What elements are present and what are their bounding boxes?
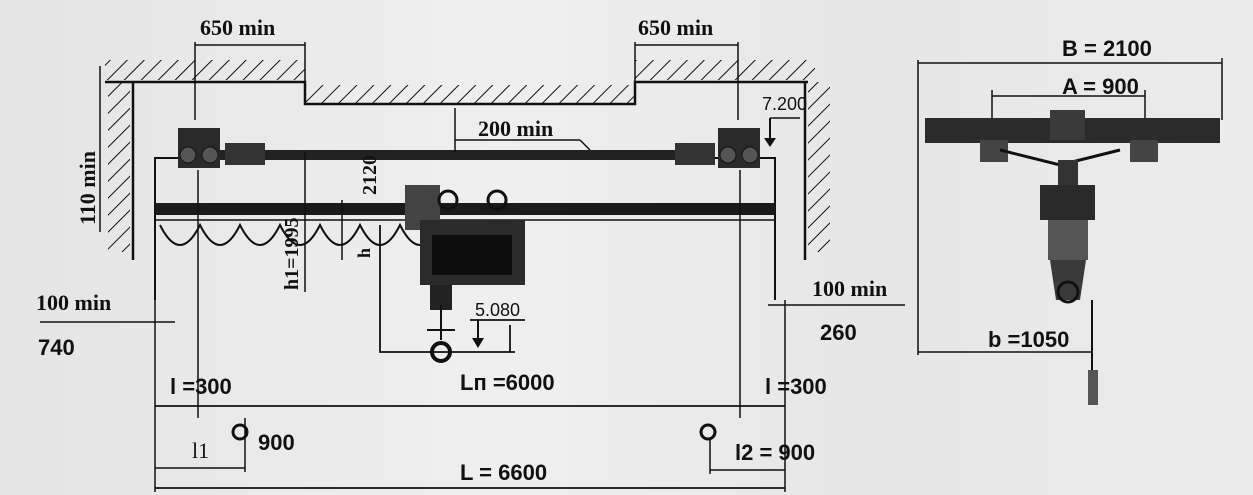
ceiling-outline [105,80,808,106]
dimension-lines [40,42,905,492]
label-l-right: l =300 [765,374,827,399]
label-l2: l2 = 900 [735,440,815,465]
end-carriage-left [178,128,265,168]
hook-symbol-left [231,423,249,441]
wall-hatch-right [808,82,830,252]
label-l1-value: 900 [258,430,295,455]
label-B-2100: B = 2100 [1062,36,1152,61]
end-carriage-right [675,128,760,168]
crane-front-view [154,128,776,363]
hook-height-bracket [379,225,515,353]
label-100-min-left: 100 min [36,290,111,315]
ceiling-hatch-left [105,60,305,80]
label-740: 740 [38,335,75,360]
label-L-total: L = 6600 [460,460,547,485]
drive-shaft [215,150,685,160]
label-650-left: 650 min [200,15,275,40]
label-l-left: l =300 [170,374,232,399]
building-structure [105,60,830,260]
label-h1-1995: h1=1995 [281,217,303,290]
festoon-cable [159,222,441,246]
label-100-min-right: 100 min [812,276,887,301]
label-110-min: 110 min [75,151,100,225]
label-200-min: 200 min [478,116,553,141]
label-b-1050: b =1050 [988,327,1069,352]
wall-hatch-left [108,82,130,252]
pendant-control [1088,370,1098,405]
ceiling-hatch-center [305,85,635,105]
label-l1: l1 [192,438,209,463]
label-260: 260 [820,320,857,345]
label-A-900: A = 900 [1062,74,1139,99]
labels: 650 min 650 min 110 min 200 min 7.200 21… [36,15,1152,485]
ceiling-hatch-right [635,60,815,80]
main-girder [155,203,775,215]
label-span-ln: Lп =6000 [460,370,555,395]
label-5080: 5.080 [475,300,520,320]
label-650-right: 650 min [638,15,713,40]
label-7200: 7.200 [762,94,807,114]
electric-hoist [405,185,525,310]
side-hoist [1040,185,1095,220]
crane-side-view [917,58,1223,405]
hook-symbol-right [699,423,717,441]
label-2120: 2120 [359,155,381,195]
label-h: h [354,248,374,258]
